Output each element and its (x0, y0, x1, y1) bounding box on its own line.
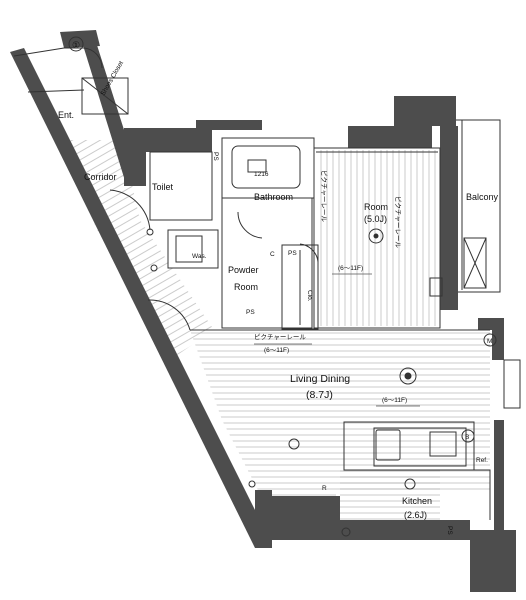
room-label: Room (364, 202, 388, 212)
ref-label: Ref. (476, 457, 488, 464)
bathroom-label: Bathroom (254, 192, 293, 202)
b-symbol-circle (461, 429, 475, 443)
north-mark: ① (72, 40, 80, 50)
kitchen-floor (340, 470, 440, 522)
light-fixture-kitchen (404, 478, 416, 490)
walls (10, 30, 516, 592)
washer-label: Was. (192, 253, 207, 260)
c-symbol: C (270, 251, 275, 258)
outlines (13, 47, 521, 520)
ps-symbol-mid: PS (288, 250, 297, 257)
bathroom-size: 1216 (254, 171, 269, 178)
corridor-floor (64, 140, 214, 360)
light-fixture-room (368, 228, 384, 244)
living-dining-label: Living Dining (290, 373, 350, 385)
ps-small-label: PS (246, 309, 255, 316)
powder-room-label-2: Room (234, 282, 258, 292)
picture-rail-label: ピクチャーレール (254, 333, 306, 341)
living-dining-size: (8.7J) (306, 389, 333, 401)
room-size: (5.0J) (364, 214, 387, 224)
b-symbol: B (465, 434, 469, 441)
closet-label: Clo. (306, 290, 313, 302)
rail-vertical-right: ピクチャーレール (394, 196, 402, 248)
height-note-living: (6〜11F) (382, 397, 407, 404)
rail-vertical-left: ピクチャーレール (320, 170, 328, 222)
kitchen-size: (2.6J) (404, 510, 427, 520)
light-fixture-living (399, 367, 417, 385)
toilet-label: Toilet (152, 182, 174, 192)
r-symbol: R (322, 485, 327, 492)
powder-room-label-1: Powder (228, 265, 259, 275)
entrance-label: Ent. (58, 110, 74, 120)
m-symbol-circle (483, 333, 497, 347)
ps-symbol-bottom: PS (446, 526, 453, 535)
kitchen-label: Kitchen (402, 496, 432, 506)
corridor-label: Corridor (84, 172, 117, 182)
height-note-room: (6〜11F) (338, 265, 363, 272)
light-fixture-dining (288, 438, 300, 450)
ps-symbol-top: PS (212, 152, 219, 161)
m-symbol: M (487, 338, 492, 345)
balcony-label: Balcony (466, 192, 499, 202)
dimension-lines (254, 273, 420, 407)
north-marker (68, 36, 84, 52)
fixtures (68, 36, 497, 537)
height-note-rail: (6〜11F) (264, 347, 289, 354)
